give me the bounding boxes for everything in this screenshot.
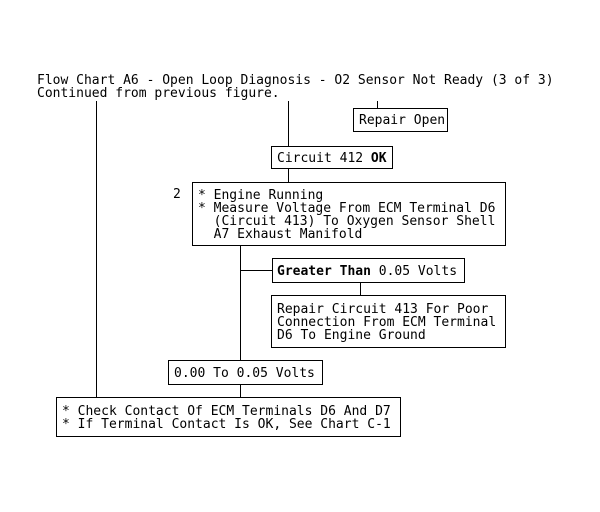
step2-line: * Engine Running: [198, 188, 324, 203]
circuit-412-text: Circuit 412: [277, 151, 371, 166]
circuit-412-ok-label: Circuit 412 OK: [277, 152, 392, 165]
low-voltage-range-label: 0.00 To 0.05 Volts: [174, 366, 315, 381]
step2-line: A7 Exhaust Manifold: [198, 227, 363, 242]
range-to-final-line: [240, 385, 241, 397]
repair-open-box: Repair Open: [353, 108, 448, 132]
repair-circuit-line: Repair Circuit 413 For Poor: [277, 302, 489, 317]
greater-than-label: Greater Than 0.05 Volts: [277, 265, 464, 278]
repair-circuit-line: Connection From ECM Terminal: [277, 315, 497, 330]
check-terminals-line: * If Terminal Contact Is OK, See Chart C…: [62, 417, 391, 432]
flowchart-title: Flow Chart A6 - Open Loop Diagnosis - O2…: [37, 73, 554, 88]
greater-than-connector: [240, 270, 272, 271]
continued-note: Continued from previous figure.: [37, 86, 280, 101]
repair-open-connector: [377, 101, 378, 108]
center-trunk-line: [288, 101, 289, 146]
check-terminals-box: * Check Contact Of ECM Terminals D6 And …: [56, 397, 401, 437]
greater-to-repair-line: [360, 283, 361, 295]
ok-to-step2-line: [288, 169, 289, 182]
repair-circuit-413-box: Repair Circuit 413 For Poor Connection F…: [271, 295, 506, 348]
greater-than-value: 0.05 Volts: [370, 264, 458, 279]
left-branch-line: [96, 101, 97, 398]
step2-instructions-box: * Engine Running * Measure Voltage From …: [192, 182, 506, 246]
step2-line: * Measure Voltage From ECM Terminal D6: [198, 201, 496, 216]
step2-line: (Circuit 413) To Oxygen Sensor Shell: [198, 214, 496, 229]
greater-than-text: Greater Than: [277, 264, 371, 279]
repair-circuit-line: D6 To Engine Ground: [277, 328, 426, 343]
repair-open-label: Repair Open: [359, 113, 446, 128]
circuit-412-ok-box: Circuit 412 OK: [271, 146, 393, 169]
step2-branch-line: [240, 246, 241, 360]
greater-than-box: Greater Than 0.05 Volts: [272, 258, 465, 283]
ok-text: OK: [370, 151, 387, 166]
low-voltage-range-box: 0.00 To 0.05 Volts: [168, 360, 323, 385]
step-number: 2: [173, 187, 181, 202]
check-terminals-line: * Check Contact Of ECM Terminals D6 And …: [62, 404, 391, 419]
